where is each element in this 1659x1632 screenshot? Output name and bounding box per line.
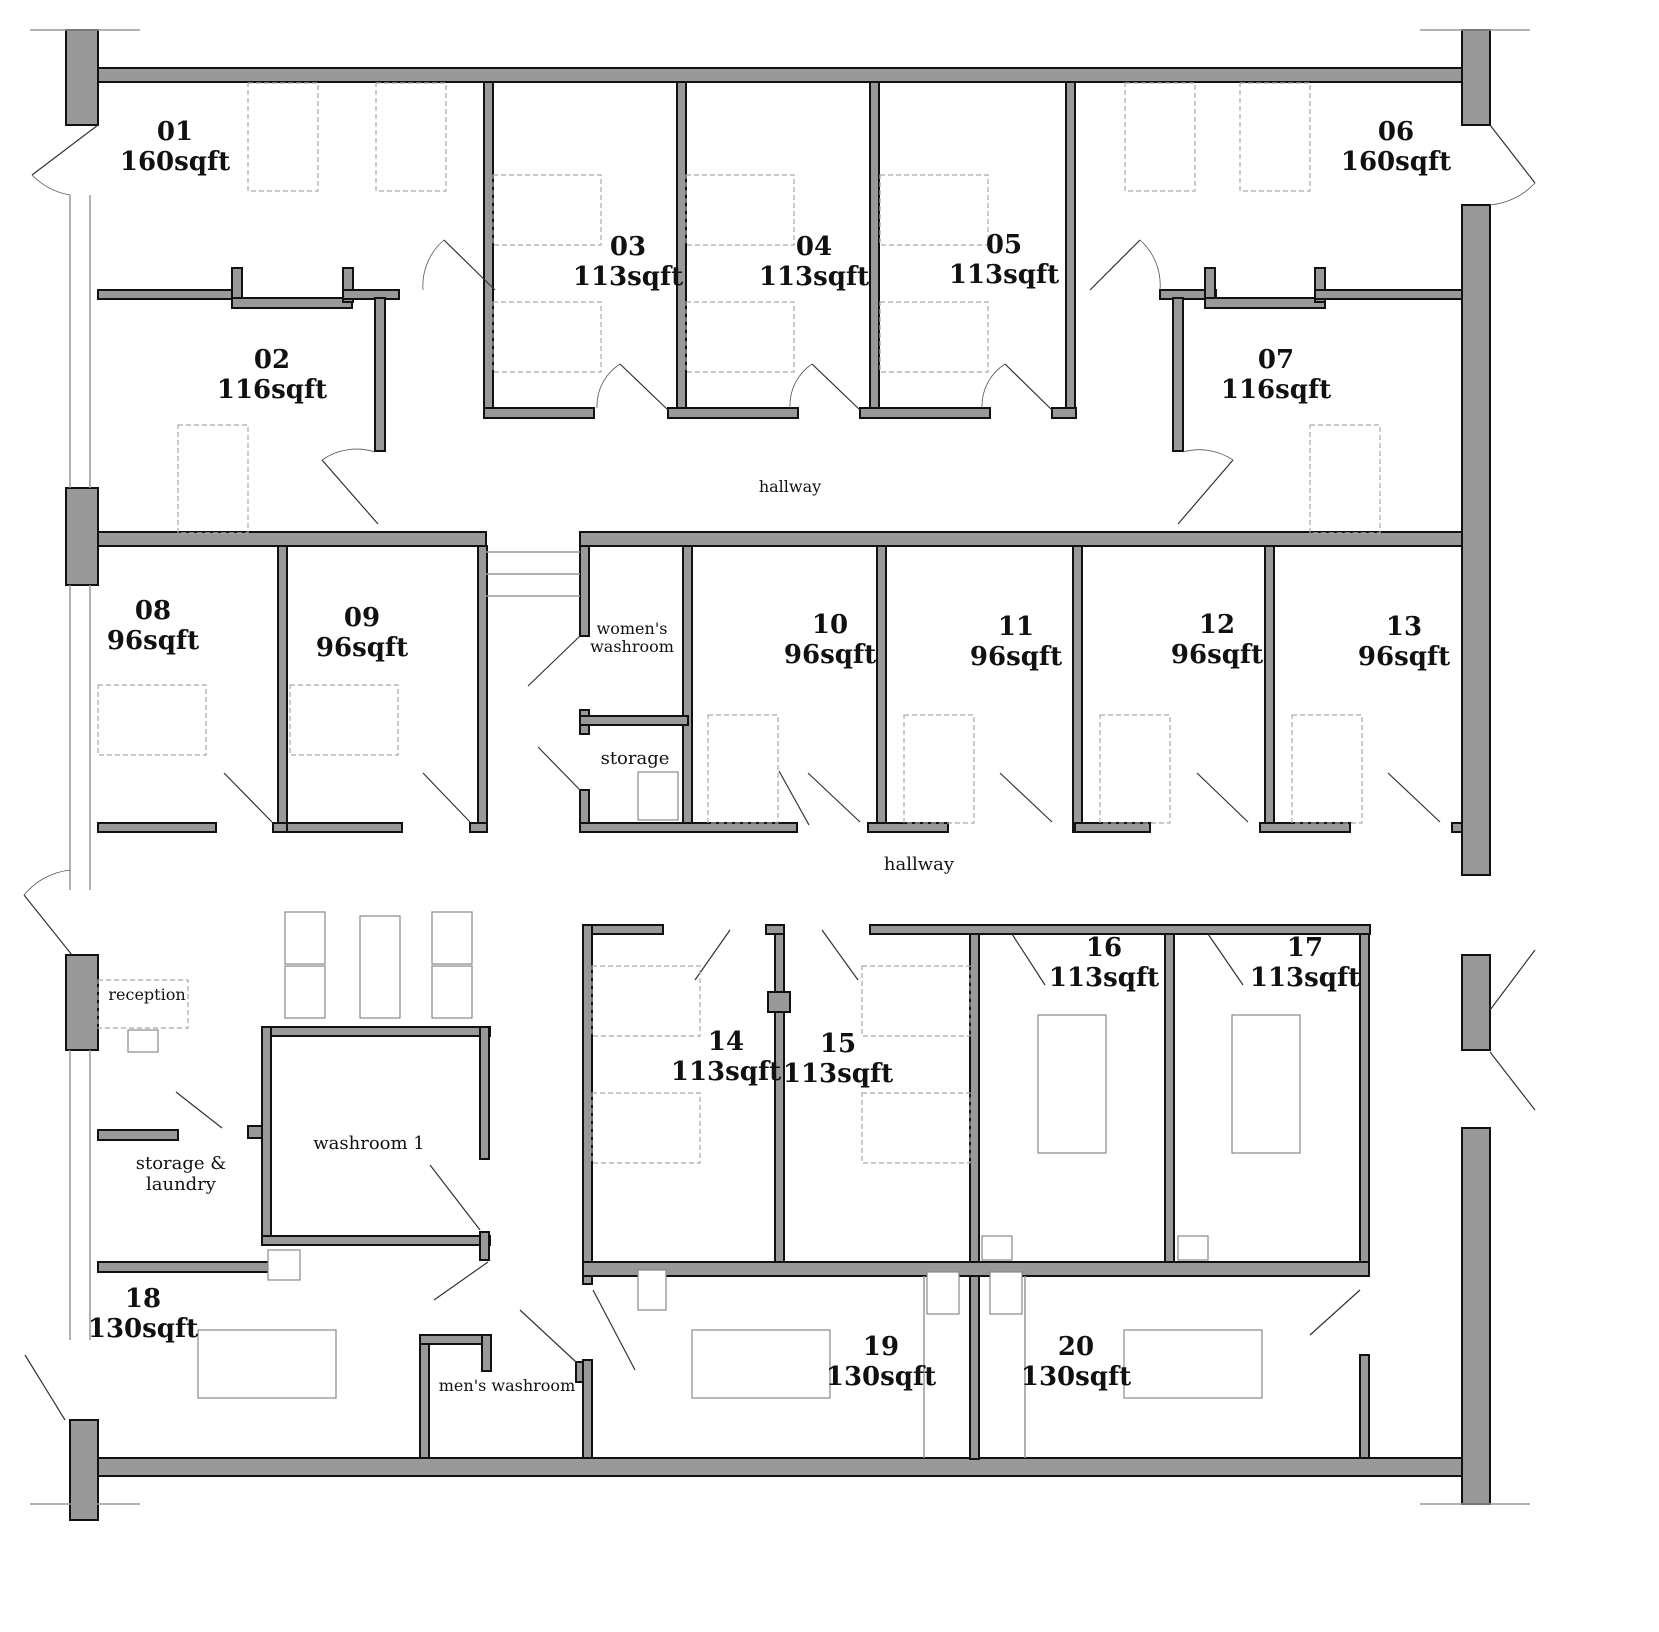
room-area: 96sqft [1357, 641, 1451, 672]
hallway-upper-label: hallway [758, 477, 822, 496]
room-area: 113sqft [572, 261, 684, 292]
storage-laundry-label: storage & laundry [135, 1153, 227, 1195]
room-number: 18 [124, 1284, 162, 1314]
room-area: 96sqft [783, 639, 877, 670]
interior-walls [97, 81, 1463, 1460]
room-number: 15 [819, 1029, 857, 1059]
room-06-label: 06 160sqft [1340, 117, 1452, 178]
room-area: 113sqft [1249, 962, 1361, 993]
room-number: 03 [609, 232, 647, 262]
room-area: 130sqft [87, 1313, 199, 1344]
washroom-1-label: washroom 1 [313, 1133, 425, 1154]
room-number: 11 [997, 612, 1035, 642]
room-area: 113sqft [670, 1056, 782, 1087]
room-number: 19 [862, 1332, 900, 1362]
room-number: 12 [1198, 610, 1236, 640]
room-number: 20 [1057, 1332, 1095, 1362]
room-17-label: 17 113sqft [1249, 933, 1361, 994]
room-03-label: 03 113sqft [572, 232, 684, 293]
room-number: 06 [1377, 117, 1415, 147]
room-number: 16 [1085, 933, 1123, 963]
storage-label: storage [600, 748, 670, 769]
exterior-walls [30, 29, 1530, 1521]
room-area: 113sqft [1048, 962, 1160, 993]
room-area: 113sqft [948, 259, 1060, 290]
room-area: 160sqft [119, 146, 231, 177]
room-14-label: 14 113sqft [670, 1027, 782, 1088]
room-number: 13 [1385, 612, 1423, 642]
room-16-label: 16 113sqft [1048, 933, 1160, 994]
room-number: 07 [1257, 345, 1295, 375]
room-number: 01 [156, 117, 194, 147]
room-area: 113sqft [782, 1058, 894, 1089]
room-15-label: 15 113sqft [782, 1029, 894, 1090]
doors[interactable] [23, 124, 1536, 1421]
hallway-main-label: hallway [883, 854, 955, 875]
room-number: 08 [134, 596, 172, 626]
room-area: 130sqft [825, 1361, 937, 1392]
room-area: 116sqft [216, 374, 328, 405]
room-10-label: 10 96sqft [783, 610, 877, 671]
room-number: 09 [343, 603, 381, 633]
room-area: 116sqft [1220, 374, 1332, 405]
room-area: 96sqft [969, 641, 1063, 672]
room-area: 96sqft [1170, 639, 1264, 670]
room-19-label: 19 130sqft [825, 1332, 937, 1393]
room-number: 04 [795, 232, 833, 262]
room-area: 113sqft [758, 261, 870, 292]
room-02-label: 02 116sqft [216, 345, 328, 406]
room-07-label: 07 116sqft [1220, 345, 1332, 406]
room-11-label: 11 96sqft [969, 612, 1063, 673]
room-09-label: 09 96sqft [315, 603, 409, 664]
room-number: 14 [707, 1027, 745, 1057]
room-area: 96sqft [106, 625, 200, 656]
room-number: 10 [811, 610, 849, 640]
room-08-label: 08 96sqft [106, 596, 200, 657]
room-04-label: 04 113sqft [758, 232, 870, 293]
room-number: 17 [1286, 933, 1324, 963]
mens-washroom-label: men's washroom [438, 1376, 576, 1395]
room-area: 130sqft [1020, 1361, 1132, 1392]
room-20-label: 20 130sqft [1020, 1332, 1132, 1393]
room-18-label: 18 130sqft [87, 1284, 199, 1345]
room-area: 96sqft [315, 632, 409, 663]
womens-washroom-label: women's washroom [590, 619, 674, 657]
room-area: 160sqft [1340, 146, 1452, 177]
room-number: 02 [253, 345, 291, 375]
room-12-label: 12 96sqft [1170, 610, 1264, 671]
room-number: 05 [985, 230, 1023, 260]
room-13-label: 13 96sqft [1357, 612, 1451, 673]
furniture [97, 82, 1381, 1458]
room-05-label: 05 113sqft [948, 230, 1060, 291]
room-01-label: 01 160sqft [119, 117, 231, 178]
reception-label: reception [108, 985, 186, 1004]
